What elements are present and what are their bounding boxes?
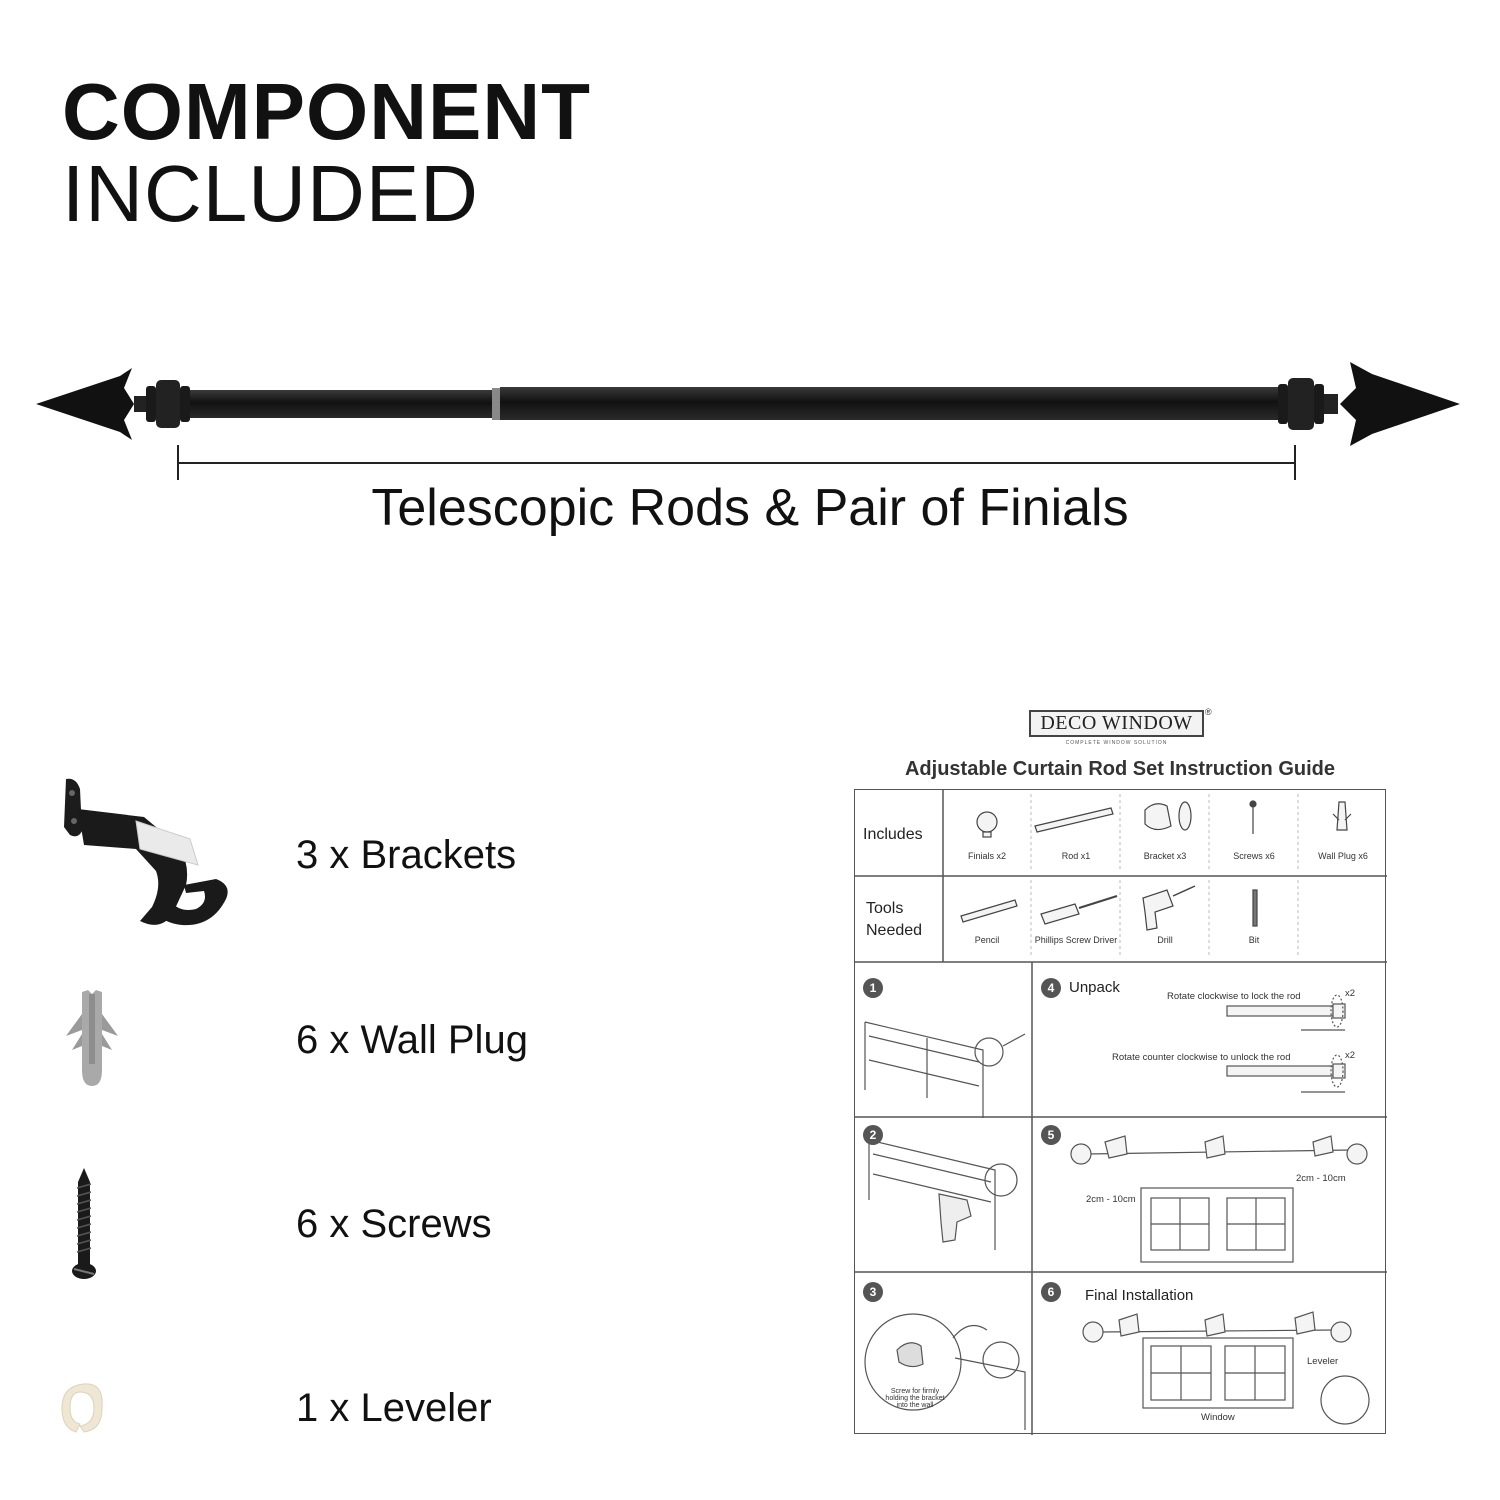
includes-label: Includes <box>863 826 923 843</box>
step-3-badge: 3 <box>863 1282 883 1302</box>
step-3-drawing <box>864 1313 1026 1430</box>
step-2-badge: 2 <box>863 1125 883 1145</box>
step-1-drawing <box>864 1021 1026 1118</box>
outer-rod <box>500 387 1280 420</box>
tool-pencil: Pencil <box>974 935 1000 945</box>
tools-label: Tools Needed <box>866 900 923 940</box>
table-grid <box>855 790 1387 1435</box>
include-bracket: Bracket x3 <box>1143 851 1187 861</box>
step-6-window-label: Window <box>1201 1412 1235 1423</box>
include-wall-plug: Wall Plug x6 <box>1318 851 1368 861</box>
step-5-gap-left: 2cm - 10cm <box>1086 1194 1136 1205</box>
step-2-drawing <box>868 1139 1018 1250</box>
screw-icon <box>72 1168 96 1279</box>
left-finial-icon <box>36 368 190 440</box>
component-label: 3 x Brackets <box>296 833 517 877</box>
step-5-drawing <box>1070 1135 1368 1263</box>
tools-icons <box>960 885 1258 931</box>
step-6-title: Final Installation <box>1085 1287 1194 1304</box>
instruction-guide: DECO WINDOW ® COMPLETE WINDOW SOLUTION A… <box>846 705 1394 1440</box>
component-label: 6 x Screws <box>296 1202 492 1246</box>
include-screws: Screws x6 <box>1233 851 1275 861</box>
step-4-badge: 4 <box>1041 978 1061 998</box>
component-leveler: 1 x Leveler <box>0 1380 700 1500</box>
brand-registered-mark: ® <box>1205 707 1212 717</box>
instruction-table: Includes Finials x2 Rod x1 Bracket x3 Sc… <box>854 789 1387 1435</box>
component-label: 1 x Leveler <box>296 1386 492 1430</box>
include-finials: Finials x2 <box>967 851 1006 861</box>
rod-caption: Telescopic Rods & Pair of Finials <box>371 479 1129 537</box>
component-screws: 6 x Screws <box>0 1168 700 1328</box>
component-brackets: 3 x Brackets <box>0 775 700 935</box>
title-line-1: COMPONENT <box>62 67 591 156</box>
tool-screwdriver: Phillips Screw Driver <box>1034 935 1118 945</box>
step-1-badge: 1 <box>863 978 883 998</box>
leveler-icon <box>61 1383 103 1433</box>
tool-bit: Bit <box>1248 935 1260 945</box>
bracket-icon <box>64 778 228 926</box>
brand-tagline: COMPLETE WINDOW SOLUTION <box>1065 740 1168 746</box>
step-6-drawing <box>1082 1311 1370 1425</box>
guide-title: Adjustable Curtain Rod Set Instruction G… <box>904 758 1336 780</box>
right-finial-icon <box>1278 362 1460 446</box>
step-3-note: Screw for firmly holding the bracket int… <box>885 1388 945 1409</box>
tool-drill: Drill <box>1157 935 1173 945</box>
step-4-lock-count: x2 <box>1345 988 1356 999</box>
curtain-rod-illustration <box>36 362 1460 480</box>
includes-icons <box>976 800 1352 838</box>
step-4-drawing <box>1226 994 1346 1093</box>
brand-logo: DECO WINDOW <box>1029 710 1204 737</box>
component-label: 6 x Wall Plug <box>296 1018 528 1062</box>
step-4-unlock-count: x2 <box>1345 1050 1356 1061</box>
step-5-badge: 5 <box>1041 1125 1061 1145</box>
page-title: COMPONENT INCLUDED <box>62 72 591 234</box>
step-5-gap-right: 2cm - 10cm <box>1296 1173 1346 1184</box>
component-wall-plug: 6 x Wall Plug <box>0 990 700 1150</box>
step-6-leveler-label: Leveler <box>1307 1356 1339 1367</box>
step-4-lock-text: Rotate clockwise to lock the rod <box>1167 991 1301 1002</box>
step-4-title: Unpack <box>1069 979 1120 996</box>
step-4-unlock-text: Rotate counter clockwise to unlock the r… <box>1112 1052 1291 1063</box>
inner-rod <box>190 390 500 418</box>
include-rod: Rod x1 <box>1061 851 1091 861</box>
step-6-badge: 6 <box>1041 1282 1061 1302</box>
wall-plug-icon <box>66 990 118 1086</box>
dimension-line <box>177 445 1296 480</box>
title-line-2: INCLUDED <box>62 149 479 238</box>
